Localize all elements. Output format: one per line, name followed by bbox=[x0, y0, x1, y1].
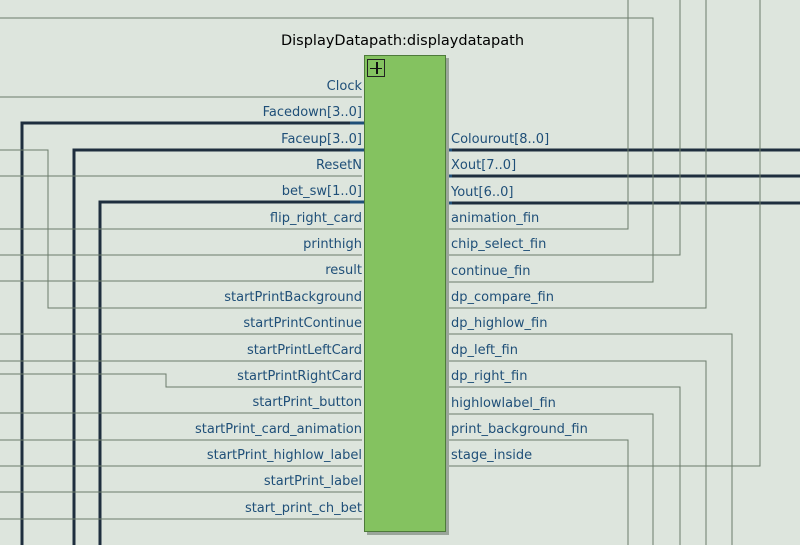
input-pin-label: result bbox=[325, 263, 362, 279]
input-pin-label: startPrint_highlow_label bbox=[206, 447, 362, 463]
input-pin-label: bet_sw[1..0] bbox=[281, 184, 362, 200]
block-title: DisplayDatapath:displaydatapath bbox=[280, 33, 525, 49]
output-pin-label: highlowlabel_fin bbox=[451, 395, 556, 411]
input-pin-label: ResetN bbox=[315, 158, 362, 174]
output-wire bbox=[446, 0, 761, 467]
output-pin-label: animation_fin bbox=[451, 211, 540, 227]
input-pin-label: start_print_ch_bet bbox=[244, 500, 362, 516]
output-wire bbox=[446, 0, 707, 309]
output-pin-label: dp_right_fin bbox=[451, 369, 528, 385]
output-pin-label: dp_highlow_fin bbox=[451, 316, 548, 332]
input-wire bbox=[0, 149, 362, 309]
output-wire bbox=[446, 360, 707, 545]
input-pin-label: startPrintContinue bbox=[243, 316, 362, 332]
output-wire bbox=[446, 18, 654, 283]
output-pin-label: Yout[6..0] bbox=[451, 184, 514, 200]
input-pin-label: Facedown[3..0] bbox=[262, 105, 362, 121]
input-pin-label: startPrint_button bbox=[252, 395, 362, 411]
output-wire bbox=[446, 333, 733, 545]
output-pin-label: stage_inside bbox=[451, 448, 533, 464]
displaydatapath-block[interactable] bbox=[364, 55, 446, 532]
output-pin-label: Xout[7..0] bbox=[451, 158, 517, 174]
output-pin-label: dp_left_fin bbox=[451, 342, 518, 358]
output-wire bbox=[446, 0, 629, 230]
input-wire bbox=[0, 373, 362, 388]
input-pin-label: startPrintRightCard bbox=[237, 368, 362, 384]
output-wire bbox=[446, 0, 681, 256]
input-pin-label: startPrint_card_animation bbox=[194, 421, 362, 437]
output-pin-label: dp_compare_fin bbox=[451, 290, 554, 306]
output-wire bbox=[446, 386, 681, 545]
input-pin-label: Faceup[3..0] bbox=[281, 131, 362, 147]
output-pin-label: chip_select_fin bbox=[451, 237, 547, 253]
input-pin-label: Clock bbox=[326, 79, 362, 94]
input-bus-wire bbox=[20, 121, 352, 545]
input-pin-label: flip_right_card bbox=[269, 210, 362, 226]
output-pin-label: continue_fin bbox=[451, 263, 531, 279]
input-pin-label: startPrintBackground bbox=[224, 289, 362, 305]
output-wire bbox=[446, 439, 629, 545]
output-pin-label: print_background_fin bbox=[451, 421, 588, 437]
output-wire bbox=[446, 413, 654, 545]
input-pin-label: startPrintLeftCard bbox=[246, 342, 362, 358]
output-pin-label: Colourout[8..0] bbox=[451, 132, 550, 147]
input-pin-label: printhigh bbox=[303, 237, 362, 253]
input-pin-label: startPrint_label bbox=[263, 474, 362, 490]
expand-icon[interactable] bbox=[367, 59, 385, 77]
input-bus-wire bbox=[98, 200, 352, 545]
